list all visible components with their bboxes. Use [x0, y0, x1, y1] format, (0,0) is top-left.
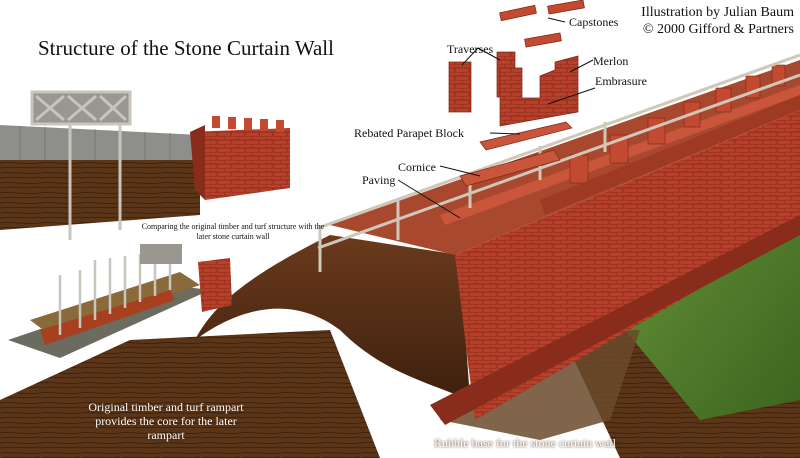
main-rampart: [0, 53, 800, 458]
capstone-2: [547, 0, 585, 15]
caption-rubble: Rubble base for the stone curtain wall: [434, 436, 616, 450]
capstone-1: [499, 4, 537, 22]
credit-line-1: Illustration by Julian Baum: [641, 5, 794, 20]
label-cornice: Cornice: [398, 160, 436, 174]
parapet-band: [540, 95, 800, 215]
label-merlon: Merlon: [593, 54, 629, 68]
inset-top-deck: [0, 150, 200, 230]
inset-top-wall-side: [190, 125, 205, 200]
label-rebated-parapet-block: Rebated Parapet Block: [354, 126, 464, 140]
merlon-embrasure-block: [499, 55, 579, 127]
capstone-3: [524, 32, 562, 48]
label-embrasure: Embrasure: [595, 74, 647, 88]
credit-line-2: © 2000 Gifford & Partners: [642, 22, 794, 37]
inset-top-wall: [190, 128, 290, 200]
earth-core: [195, 235, 470, 400]
wall-plinth: [430, 215, 800, 425]
rebated-parapet-block: [479, 121, 573, 151]
traverse-left: [448, 61, 472, 113]
inset-bottom-soil: [40, 290, 175, 345]
exploded-parts: [448, 0, 585, 187]
leader-lines: [397, 17, 596, 219]
caption-rampart: Original timber and turf rampart provide…: [88, 400, 244, 442]
page-title: Structure of the Stone Curtain Wall: [38, 36, 334, 60]
wall-face: [455, 110, 800, 420]
inset-comparison-bottom: [8, 244, 232, 358]
label-capstones: Capstones: [569, 15, 619, 29]
wall-walk: [330, 60, 800, 255]
label-traverses: Traverses: [447, 42, 494, 56]
inset-top-palisade: [0, 125, 200, 160]
rubble-base: [440, 330, 640, 440]
timber-tower: [30, 90, 132, 240]
paving-slab: [459, 149, 561, 187]
label-paving: Paving: [362, 173, 396, 187]
inset-bottom-wall: [198, 258, 232, 312]
timber-base: [0, 330, 380, 458]
caption-comparison: Comparing the original timber and turf s…: [141, 222, 325, 241]
inset-bottom-steps: [30, 272, 200, 335]
inset-bottom-tower: [140, 244, 182, 264]
inset-comparison-top: [0, 90, 290, 240]
